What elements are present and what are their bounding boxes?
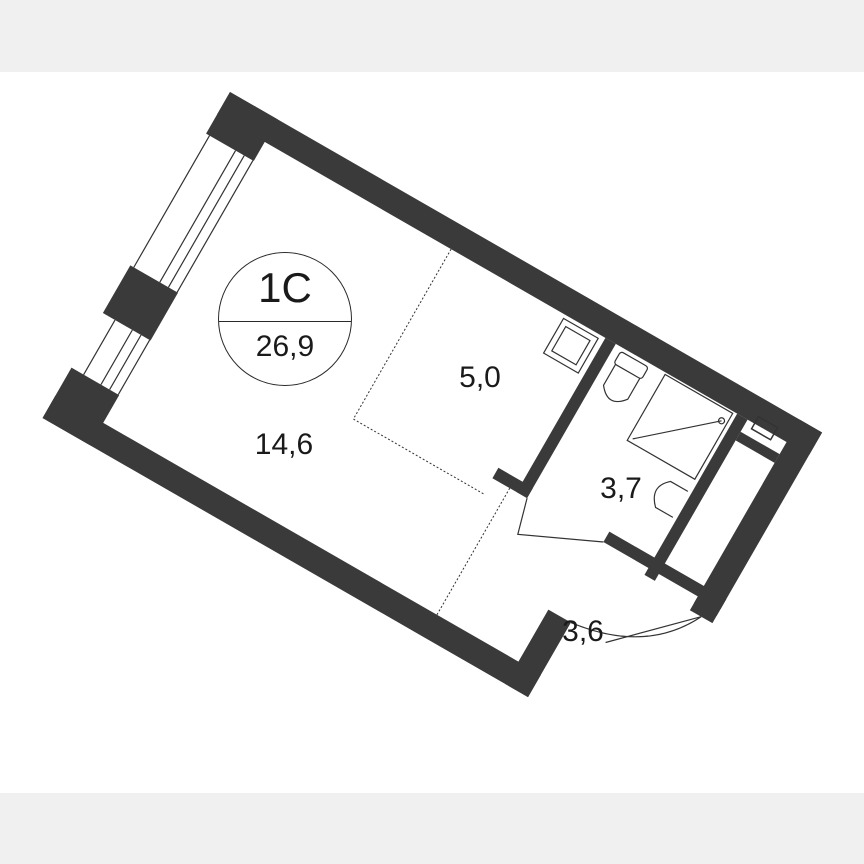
window-line-3 xyxy=(167,155,245,288)
kitchen-sink-basin xyxy=(550,325,591,366)
wall-left-mid-block xyxy=(102,265,178,341)
window2-line-4 xyxy=(117,339,151,395)
wall-entrance-corner xyxy=(505,609,571,698)
window2-line-2 xyxy=(100,329,133,385)
wall-top xyxy=(217,92,823,456)
window2-line-1 xyxy=(83,319,116,375)
toilet-bowl-icon xyxy=(602,364,641,403)
entrance-door-icon xyxy=(570,616,702,638)
apartment-badge: 1С 26,9 xyxy=(218,252,352,386)
window2-line-3 xyxy=(109,334,142,390)
wall-bathroom-left xyxy=(516,337,616,499)
shaft-wall xyxy=(644,413,748,581)
kitchen-sink-icon xyxy=(542,317,600,374)
zone-divider-hallway xyxy=(436,487,511,615)
apartment-type: 1С xyxy=(258,264,312,311)
window-line-4 xyxy=(176,160,254,293)
room-area-bathroom: 3,7 xyxy=(600,472,642,505)
wall-bathroom-bottom-b xyxy=(603,531,727,610)
shaft-divider xyxy=(735,431,780,463)
shower-diagonal xyxy=(632,420,722,440)
wall-bottom xyxy=(42,395,541,698)
total-area: 26,9 xyxy=(255,330,315,363)
room-area-hallway: 3,6 xyxy=(562,615,604,648)
shower-drain xyxy=(717,417,726,425)
wall-entrance-jamb-top xyxy=(689,585,727,624)
wall-bathroom-bottom-a xyxy=(492,467,534,499)
floor-plan-canvas: 1С 26,9 14,6 5,0 3,7 3,6 xyxy=(0,72,864,793)
floor-plan-drawing xyxy=(42,92,823,698)
badge-divider xyxy=(219,321,351,322)
bathroom-door-icon xyxy=(517,498,604,543)
window-line-2 xyxy=(159,150,237,283)
zone-divider-kitchen xyxy=(352,248,484,495)
shaft-vent-box xyxy=(750,415,779,441)
window-line-1 xyxy=(133,135,211,268)
room-area-living: 14,6 xyxy=(254,428,314,461)
shower-icon xyxy=(626,373,734,481)
room-area-kitchen: 5,0 xyxy=(459,361,501,394)
entrance-door-leaf xyxy=(605,616,702,644)
toilet-tank-icon xyxy=(614,351,648,379)
wall-right xyxy=(693,419,823,617)
washbasin-icon xyxy=(653,480,689,518)
wall-corner-top-left xyxy=(206,92,278,162)
